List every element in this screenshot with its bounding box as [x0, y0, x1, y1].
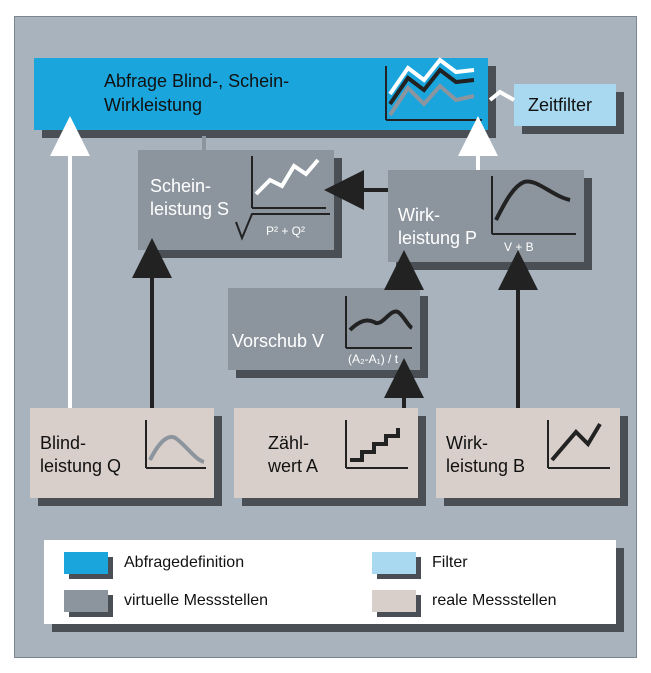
wirk-b-box — [436, 408, 620, 498]
legend-label-query: Abfragedefinition — [124, 554, 245, 571]
schein-label-line2: leistung S — [150, 199, 230, 219]
filter-box — [514, 84, 616, 126]
query-label-line1: Abfrage Blind-, Schein- — [104, 71, 290, 91]
legend-swatch-filter — [372, 552, 416, 574]
schein-label-line1: Schein- — [150, 176, 212, 196]
wirk-p-box — [388, 170, 584, 262]
blind-q-label-line1: Blind- — [40, 433, 87, 453]
legend-label-filter: Filter — [432, 554, 468, 571]
zaehl-a-chart-icon — [345, 420, 408, 469]
vorschub-label: Vorschub V — [232, 331, 325, 351]
zaehl-a-label-line1: Zähl- — [268, 433, 310, 453]
legend-label-virtual: virtuelle Messstellen — [124, 592, 269, 609]
filter-label: Zeitfilter — [528, 95, 593, 115]
legend — [44, 540, 616, 624]
legend-swatch-query — [64, 552, 108, 574]
blind-q-label-line2: leistung Q — [40, 456, 122, 476]
zaehl-a-label-line2: wert A — [268, 456, 319, 476]
query-chart-icon — [385, 57, 482, 121]
wirk-b-chart-icon — [547, 420, 610, 469]
blind-q-chart-icon — [145, 420, 206, 469]
legend-label-real: reale Messstellen — [432, 592, 557, 609]
schein-chart-icon — [235, 156, 330, 241]
vorschub-box — [228, 288, 420, 370]
wirk-p-chart-icon — [491, 176, 576, 235]
wirk-p-label-line1: Wirk- — [398, 205, 440, 225]
wirk-b-label-line2: leistung B — [446, 456, 526, 476]
query-label-line2: Wirkleistung — [104, 95, 203, 115]
schein-formula: P² + Q² — [266, 224, 306, 238]
wirk-p-label-line2: leistung P — [398, 228, 478, 248]
schein-box — [138, 150, 334, 250]
zaehl-a-box — [234, 408, 418, 498]
vorschub-chart-icon — [345, 296, 414, 349]
legend-swatch-virtual — [64, 590, 108, 612]
arrow-filter-to-query — [488, 89, 515, 102]
legend-swatch-real — [372, 590, 416, 612]
wirk-b-label-line1: Wirk- — [446, 433, 488, 453]
blind-q-box — [30, 408, 214, 498]
